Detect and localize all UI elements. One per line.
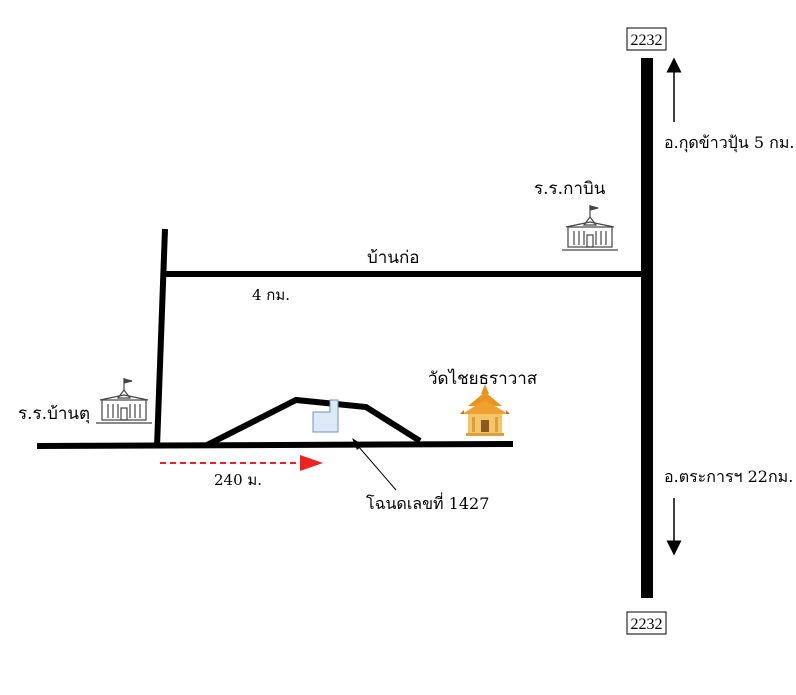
distance-4km-label: 4 กม.	[252, 286, 290, 304]
village-label: บ้านก่อ	[367, 248, 419, 268]
deed-pointer-arrow	[352, 438, 397, 491]
land-plot	[312, 399, 339, 433]
school-building-icon	[562, 205, 618, 251]
temple-label: วัดไชยธราวาส	[428, 368, 538, 389]
deed-label: โฉนดเลขที่ 1427	[366, 492, 489, 513]
school-bantu-label: ร.ร.บ้านตุ	[18, 404, 90, 424]
school-kabin-label: ร.ร.กาบิน	[534, 179, 606, 199]
highway-number-top: 2232	[626, 27, 667, 51]
thai-temple-icon	[460, 384, 510, 436]
highway-number-bottom: 2232	[626, 611, 667, 635]
road-lower	[36, 441, 514, 449]
road-west-vertical	[154, 228, 168, 448]
route-arrow	[160, 455, 323, 471]
distance-240m-label: 240 ม.	[214, 471, 262, 489]
school-building-icon	[96, 378, 152, 424]
to-kut-khao-pun-label: อ.กุดข้าวปุ้น 5 กม.	[664, 133, 794, 153]
highway-number-bottom-label: 2232	[631, 616, 663, 633]
highway-number-top-label: 2232	[631, 32, 663, 49]
to-trakan-label: อ.ตระการฯ 22กม.	[664, 467, 793, 486]
